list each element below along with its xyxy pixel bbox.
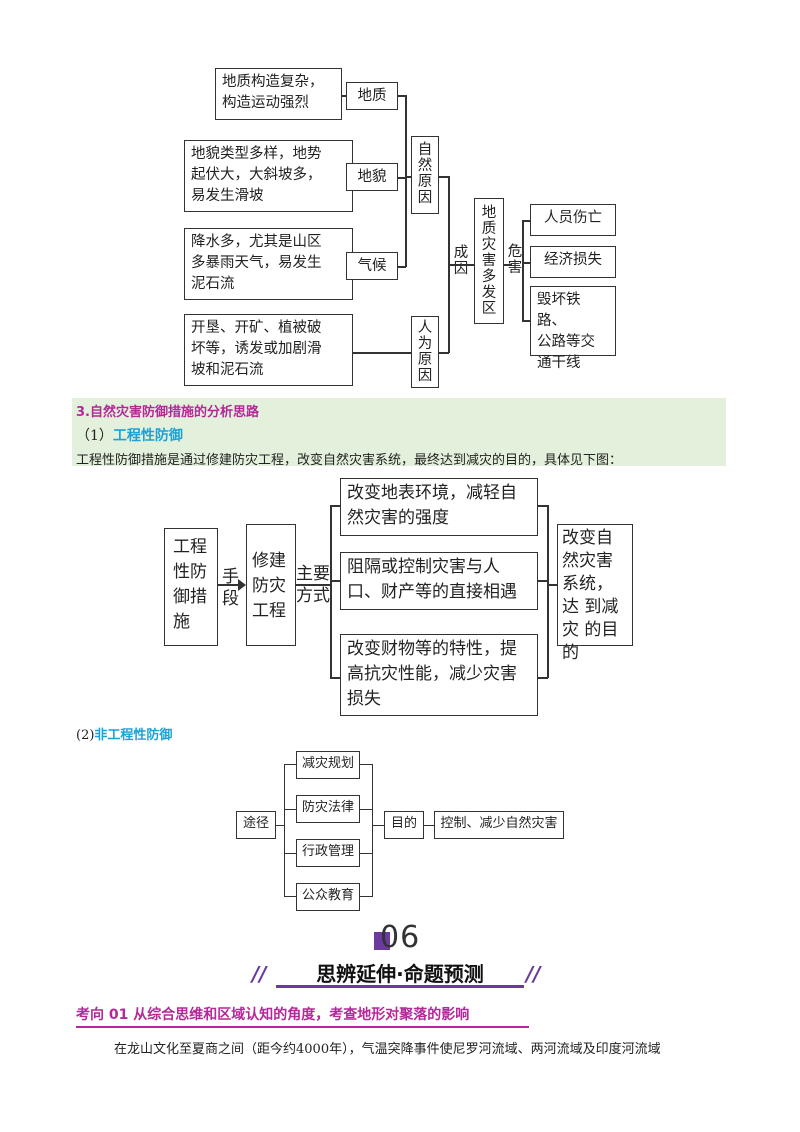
subheading-engineering-title: 工程性防御: [112, 428, 183, 444]
subheading-nonengineering-prefix: (2): [76, 728, 95, 743]
route-item-planning: 减灾规划: [296, 751, 360, 779]
purpose-box: 目的: [384, 811, 424, 839]
harm-label: 危 害: [507, 244, 523, 276]
cause-box-landform: 地貌类型多样，地势 起伏大，大斜坡多， 易发生滑坡: [184, 140, 353, 212]
banner-underline: [276, 985, 524, 988]
natural-cause-box: 自 然 原 因: [411, 136, 439, 214]
subheading-engineering-prefix: （1）: [76, 428, 113, 444]
banner-slash-left: //: [252, 962, 267, 986]
cause-box-human: 开垦、开矿、植被破 坏等，诱发或加剧滑 坡和泥石流: [184, 314, 353, 386]
subheading-engineering: （1）工程性防御: [76, 425, 183, 445]
factor-landform: 地貌: [346, 163, 398, 191]
engineering-paragraph: 工程性防御措施是通过修建防灾工程，改变自然灾害系统，最终达到减灾的目的，具体见下…: [76, 453, 623, 468]
harm-economic-loss: 经济损失: [530, 246, 616, 278]
section-highlight-band: [72, 398, 726, 466]
factor-climate: 气候: [346, 252, 398, 280]
route-item-law: 防灾法律: [296, 795, 360, 823]
subheading-nonengineering: (2)非工程性防御: [76, 724, 172, 743]
topic-title: 考向 01 从综合思维和区域认知的角度，考查地形对聚落的影响: [76, 1007, 470, 1023]
harm-casualties: 人员伤亡: [530, 204, 616, 236]
section-3-heading: 3.自然灾害防御措施的分析思路: [76, 405, 259, 420]
route-item-education: 公众教育: [296, 883, 360, 911]
goal-box: 控制、减少自然灾害: [434, 811, 564, 839]
route-item-administration: 行政管理: [296, 839, 360, 867]
harm-infrastructure: 毁坏铁路、 公路等交 通干线: [530, 286, 616, 371]
means-label: 手 段: [222, 567, 239, 609]
reduce-disaster-box: 改变自 然灾害 系统，达 到减灾 的目的: [557, 524, 633, 663]
main-mode-label: 主要 方式: [296, 564, 330, 606]
banner-number: 06: [380, 920, 421, 955]
banner-number-marker: [374, 932, 390, 950]
subheading-nonengineering-title: 非工程性防御: [94, 728, 173, 743]
mode-option-2: 阻隔或控制灾害与人 口、财产等的直接相遇: [340, 552, 538, 610]
formation-label: 成 因: [453, 245, 469, 277]
cause-box-climate: 降水多，尤其是山区 多暴雨天气，易发生 泥石流: [184, 228, 353, 300]
banner-slash-right: //: [526, 962, 541, 986]
disaster-zone-box: 地 质 灾 害 多 发 区: [474, 198, 504, 324]
route-box: 途径: [236, 811, 276, 839]
human-cause-box: 人 为 原 因: [411, 316, 439, 388]
topic-title-underline: [76, 1026, 529, 1028]
mode-option-1: 改变地表环境，减轻自 然灾害的强度: [340, 478, 538, 536]
human-cause-label: 人 为 原 因: [417, 320, 433, 384]
disaster-zone-label: 地 质 灾 害 多 发 区: [481, 205, 497, 317]
factor-geology: 地质: [346, 82, 398, 110]
natural-cause-label: 自 然 原 因: [417, 142, 433, 206]
means-arrow-head: [238, 579, 246, 591]
topic-body: 在龙山文化至夏商之间（距今约4000年），气温突降事件使尼罗河流域、两河流域及印…: [114, 1042, 661, 1057]
engineering-measures-box: 工程 性防 御措 施: [164, 528, 218, 646]
build-project-box: 修建 防灾 工程: [246, 524, 296, 646]
mode-option-3: 改变财物等的特性，提 高抗灾性能，减少灾害 损失: [340, 634, 538, 716]
cause-box-geology: 地质构造复杂， 构造运动强烈: [215, 68, 342, 120]
banner-title: 思辨延伸·命题预测: [316, 962, 484, 986]
